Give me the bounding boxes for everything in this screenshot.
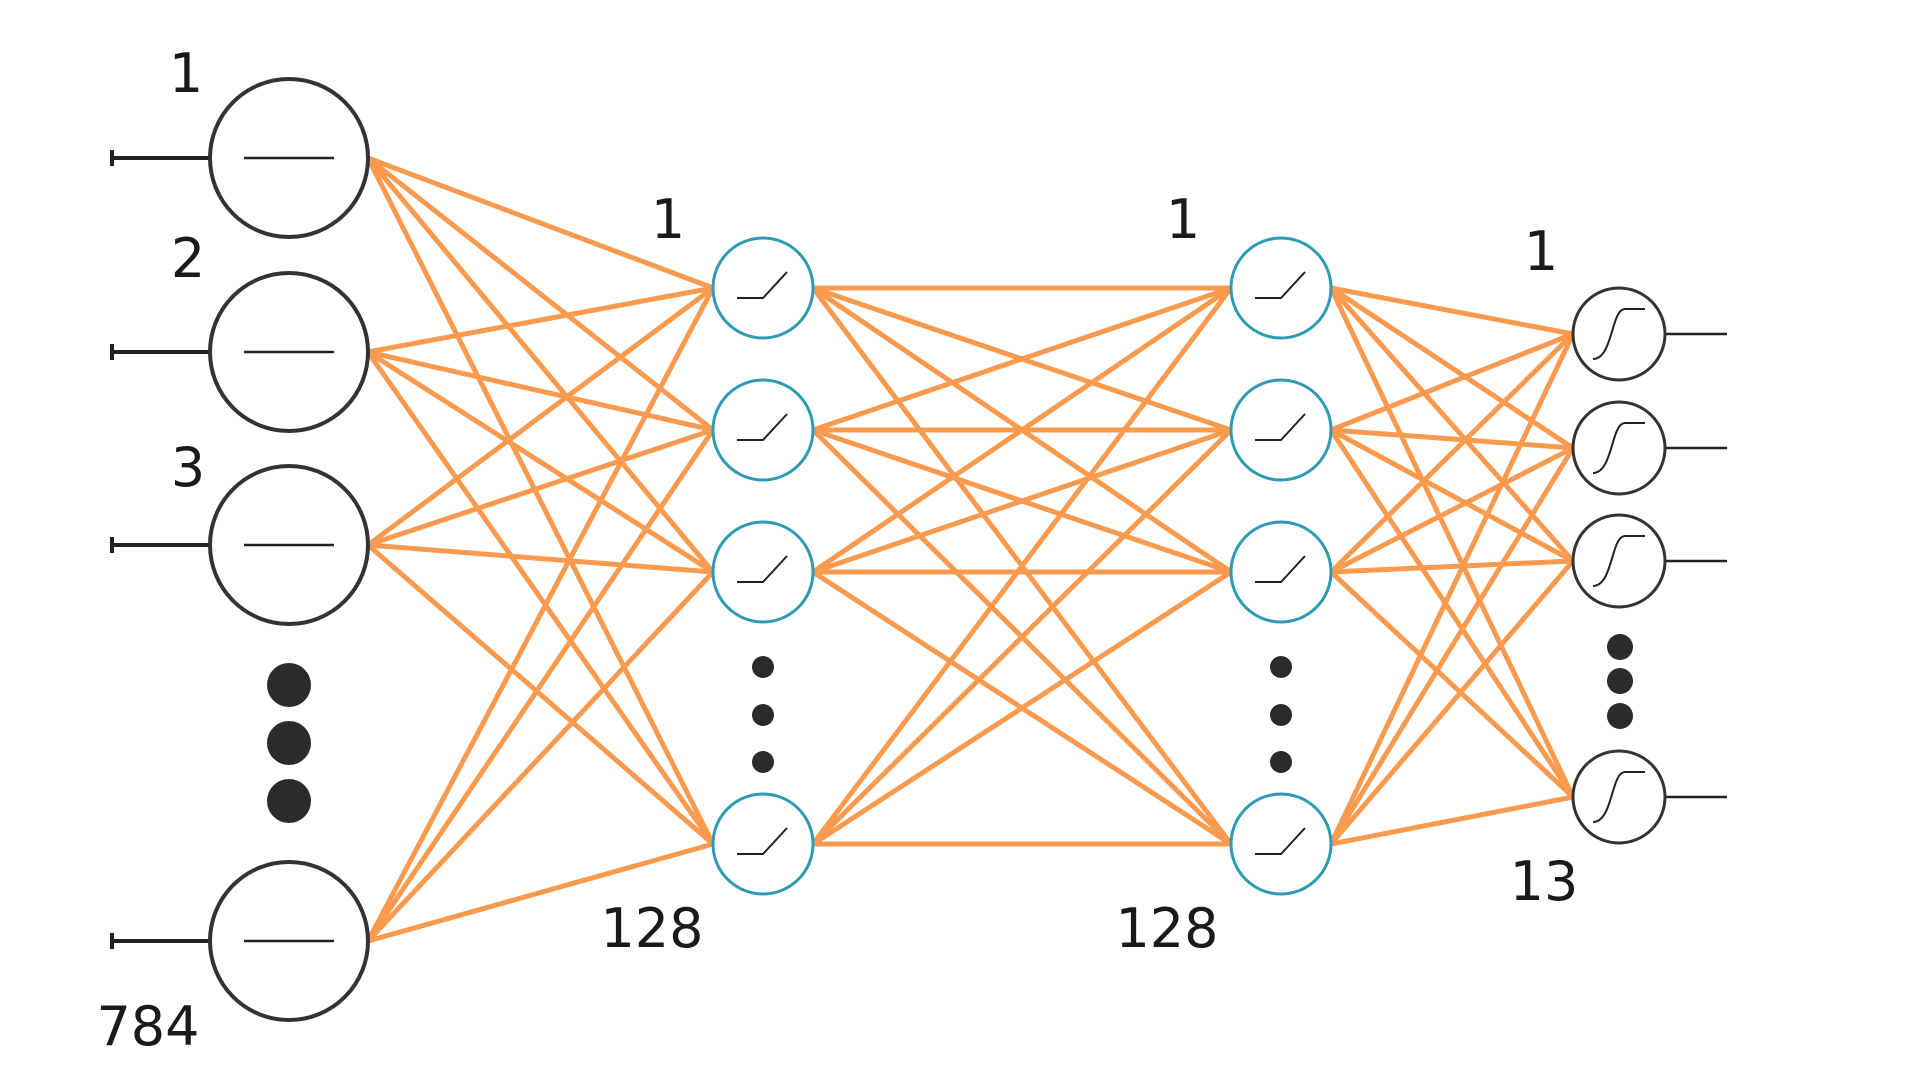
connection-0-3-3 [365, 841, 716, 944]
hidden1-ellipsis-dot-2 [752, 751, 774, 773]
connection-0-2-3 [365, 542, 716, 847]
hidden2-ellipsis-dot-0 [1270, 656, 1292, 678]
output-ellipsis-dot-2 [1607, 703, 1633, 729]
connections [365, 155, 1576, 944]
relu-icon [1255, 413, 1306, 441]
relu-icon [737, 555, 788, 583]
io-lines [110, 150, 1727, 949]
hidden2-label-1: 1 [1166, 188, 1200, 251]
input-label-3: 3 [171, 436, 205, 499]
connection-1-3-2 [810, 569, 1234, 847]
hidden-neuron-1-2 [711, 520, 815, 624]
input-label-2: 2 [171, 227, 205, 290]
connection-2-0-0 [1328, 285, 1576, 337]
connection-2-1-0 [1328, 331, 1576, 433]
connection-2-2-0 [1328, 331, 1576, 575]
connection-0-2-2 [365, 542, 716, 575]
output-neuron-3-2 [1571, 513, 1667, 609]
relu-icon [737, 413, 788, 441]
connection-1-2-0 [810, 285, 1234, 575]
hidden1-label-1: 1 [651, 188, 685, 251]
relu-icon [1255, 555, 1306, 583]
connection-2-1-2 [1328, 427, 1576, 564]
output-label-13: 13 [1510, 850, 1579, 913]
sigmoid-icon [1592, 535, 1645, 587]
sigmoid-icon [1592, 308, 1645, 360]
sigmoid-icon [1592, 771, 1645, 823]
output-neuron-3-3 [1571, 749, 1667, 845]
hidden1-label-128: 128 [600, 897, 703, 960]
connection-0-1-3 [365, 349, 716, 847]
hidden-neuron-1-0 [711, 236, 815, 340]
connection-2-1-1 [1328, 427, 1576, 451]
relu-icon [1255, 827, 1306, 855]
input-ellipsis-dot-1 [267, 721, 311, 765]
connection-2-2-1 [1328, 445, 1576, 575]
connection-0-1-1 [365, 349, 716, 433]
output-ellipsis-dot-1 [1607, 668, 1633, 694]
relu-icon [737, 271, 788, 299]
connection-0-3-2 [365, 569, 716, 944]
hidden1-ellipsis-dot-0 [752, 656, 774, 678]
output-ellipsis-dot-0 [1607, 634, 1633, 660]
connection-0-1-0 [365, 285, 716, 355]
connection-2-2-2 [1328, 558, 1576, 575]
connection-0-2-0 [365, 285, 716, 548]
connection-2-0-3 [1328, 285, 1576, 800]
relu-icon [1255, 271, 1306, 299]
output-neuron-3-1 [1571, 400, 1667, 496]
connection-0-3-0 [365, 285, 716, 944]
hidden2-label-128: 128 [1115, 897, 1218, 960]
connection-0-0-3 [365, 155, 716, 847]
connection-1-2-1 [810, 427, 1234, 575]
input-label-784: 784 [96, 995, 199, 1058]
input-ellipsis-dot-0 [267, 663, 311, 707]
connection-2-2-3 [1328, 569, 1576, 800]
connection-0-2-1 [365, 427, 716, 548]
output-neuron-3-0 [1571, 286, 1667, 382]
hidden-neuron-2-1 [1229, 378, 1333, 482]
input-label-1: 1 [169, 42, 203, 105]
output-label-1: 1 [1524, 220, 1558, 283]
ellipsis-dots [267, 634, 1633, 823]
connection-2-3-0 [1328, 331, 1576, 847]
connection-2-3-2 [1328, 558, 1576, 847]
hidden-neuron-2-3 [1229, 792, 1333, 896]
hidden-neuron-2-2 [1229, 520, 1333, 624]
hidden-neuron-2-0 [1229, 236, 1333, 340]
relu-icon [737, 827, 788, 855]
connection-2-3-3 [1328, 794, 1576, 847]
neurons [208, 77, 1667, 1022]
hidden2-ellipsis-dot-1 [1270, 704, 1292, 726]
connection-2-1-3 [1328, 427, 1576, 800]
hidden1-ellipsis-dot-1 [752, 704, 774, 726]
connection-2-3-1 [1328, 445, 1576, 847]
connection-0-0-1 [365, 155, 716, 433]
input-ellipsis-dot-2 [267, 779, 311, 823]
connection-0-0-2 [365, 155, 716, 575]
connection-1-3-1 [810, 427, 1234, 847]
hidden-neuron-1-3 [711, 792, 815, 896]
connection-0-1-2 [365, 349, 716, 575]
hidden-neuron-1-1 [711, 378, 815, 482]
sigmoid-icon [1592, 422, 1645, 474]
connection-1-3-0 [810, 285, 1234, 847]
connection-0-3-1 [365, 427, 716, 944]
hidden2-ellipsis-dot-2 [1270, 751, 1292, 773]
connection-0-0-0 [365, 155, 716, 291]
connection-1-1-0 [810, 285, 1234, 433]
